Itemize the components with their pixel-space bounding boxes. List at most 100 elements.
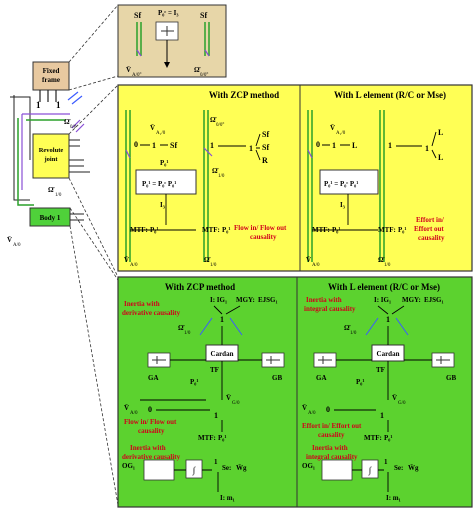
yellow-left-title: With ZCP method [209,90,279,100]
yellow-r: R [262,156,268,165]
leader-lines [68,4,119,506]
yellow-l1: L [352,141,357,150]
yellow-one-fan: 1 [249,144,253,153]
green-i-g1-left: I: IG₁ [210,296,227,304]
omega-10-sub: 1/0 [55,193,62,198]
green-va0-right-sub: A/0 [308,411,316,416]
green-mtf-left-p: P₀¹ [218,434,226,442]
green-va0-left: V̄ [124,404,129,412]
green-mtf-right: MTF: [364,434,382,442]
green-one-bottom-left: 1 [214,458,218,466]
yellow-v-a1: V̄ [150,124,155,132]
green-tf-left: TF [210,366,219,374]
yellow-p01: P₀¹ [160,159,168,167]
yellow-l2: L [438,128,443,137]
green-zero-left: 0 [148,405,152,414]
yellow-zero-left: 0 [134,140,138,149]
v-a0-bottom-label: V̄ [7,236,12,244]
green-p1-left: P₀¹ [190,378,198,386]
green-one-top-left: 1 [220,315,224,324]
junction-one-b: 1 [56,100,61,110]
yellow-mtf-r2: MTF: [378,226,396,234]
yellow-omega-00: Ω̄ [210,116,218,124]
yellow-v-a0-sub: A/0 [130,263,138,268]
green-vg-right-sub: G/0 [398,401,406,406]
yellow-omega-10: Ω̄ [212,167,220,175]
green-integral-left: ∫ [192,465,197,476]
yellow-r-zero: 0 [316,140,320,149]
green-wg-left: W̄g [236,464,247,472]
green-left-title: With ZCP method [165,282,235,292]
green-vg-right: V̄ [392,394,397,402]
body1-label: Body 1 [40,214,61,222]
yellow-sf2: Sf [262,130,269,139]
yellow-r-v-a0: V̄ [306,256,311,264]
green-integral-right: ∫ [368,465,373,476]
yellow-v-a1-sub: A₁/0 [156,131,166,136]
yellow-r-one: 1 [332,141,336,150]
green-se-left: Se: [222,464,231,472]
green-ga-left: GA [148,374,159,382]
green-se-right: Se: [394,464,403,472]
yellow-r-v-a0-sub: A/0 [312,263,320,268]
green-ejs-right: EJSG₁ [424,296,444,304]
body1-box [29,207,71,227]
green-vg-left-sub: G/0 [232,401,240,406]
top-sf-right: Sf [200,11,207,20]
yellow-r-v-a1: V̄ [330,124,335,132]
green-one-mid-right: 1 [380,411,384,420]
yellow-mtf-r1-p: P₀¹ [332,226,340,234]
green-cardan-left: Cardan [211,350,234,358]
top-om-label: Ω̄ [194,66,202,74]
yellow-i3: I₃ [160,201,165,209]
green-omega-left-sub: 1/0 [184,331,191,336]
omega-10-label: Ω̄ [48,186,56,194]
green-zero-right: 0 [326,405,330,414]
green-mgy-left: MGY: [236,296,255,304]
yellow-p-matrix: P₀¹ = P₀ᶜ P₀¹ [142,180,176,188]
junction-one-a: 1 [36,100,41,110]
green-panel: With ZCP method With L element (R/C or M… [117,276,473,508]
yellow-omega-bottom-sub: 1/0 [210,263,217,268]
fixed-frame-box [32,61,70,91]
green-cardan-right: Cardan [377,350,400,358]
green-va0-right: V̄ [302,404,307,412]
green-mtf-left: MTF: [198,434,216,442]
yellow-r-i3: I₃ [340,201,345,209]
green-im1-right: I: m₁ [386,494,401,502]
green-mgy-right: MGY: [402,296,421,304]
green-p1-right: P₀¹ [356,378,364,386]
yellow-sf1: Sf [170,141,177,150]
top-om-sub: 0/0° [200,73,208,78]
green-one-bottom-right: 1 [384,458,388,466]
green-omega-left: Ω̄ [178,324,186,332]
green-og-right: OG₁ [302,462,315,470]
green-i-g1-right: I: IG₁ [374,296,391,304]
green-tf-right: TF [376,366,385,374]
top-sf-left: Sf [134,11,141,20]
yellow-mtf-r1: MTF: [312,226,330,234]
yellow-mtf-mid-p: P₀¹ [222,226,230,234]
yellow-right-title: With L element (R/C or Mse) [334,90,446,100]
yellow-r-one-fan: 1 [425,144,429,153]
green-omega-right: Ω̄ [344,324,352,332]
green-mtf-right-p: P₀¹ [384,434,392,442]
green-ejs-left: EJSG₁ [258,296,278,304]
v-a0-bottom-sub: A/0 [13,243,21,248]
green-im1-left: I: m₁ [220,494,235,502]
green-gb-left: GB [272,374,282,382]
yellow-r-omega: Ω̄ [378,256,386,264]
green-og-left: OG₁ [122,462,135,470]
